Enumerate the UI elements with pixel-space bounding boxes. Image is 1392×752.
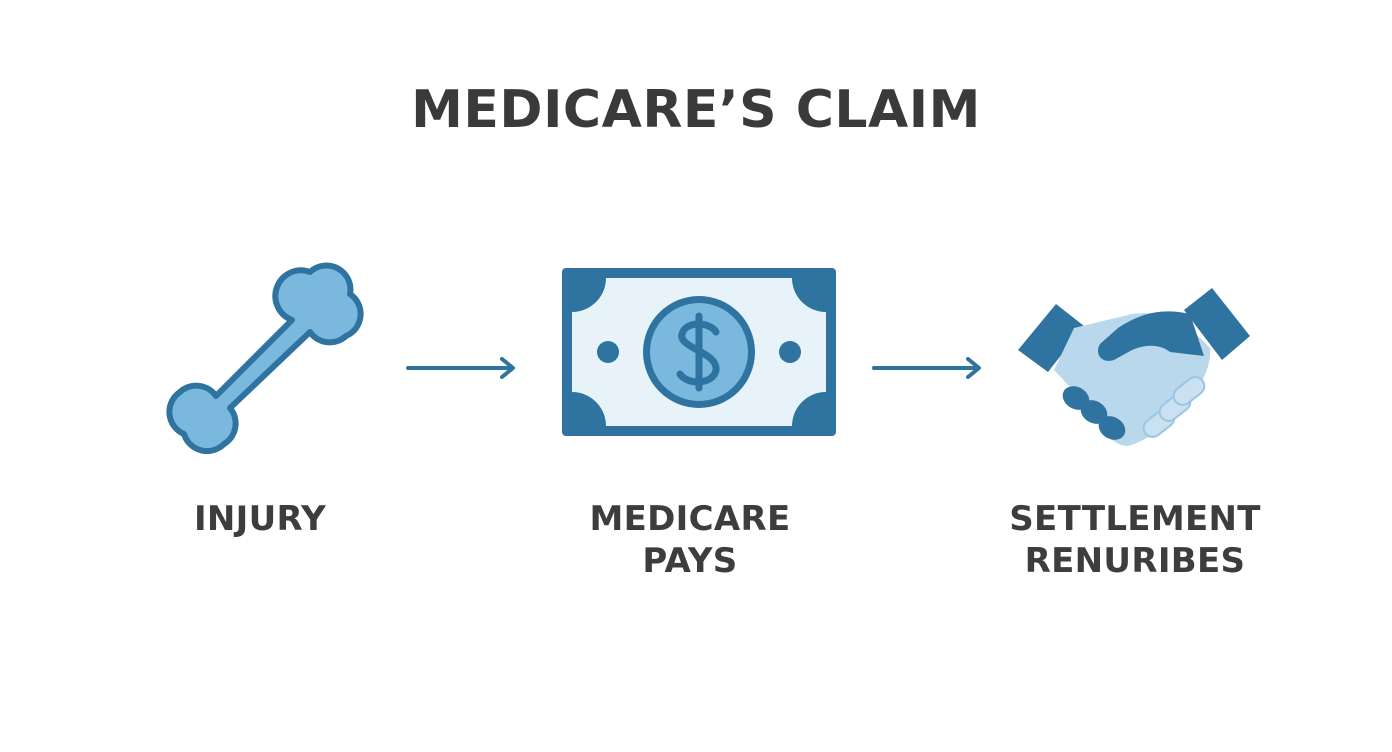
handshake-icon [1014, 286, 1254, 452]
arrow-right-icon [872, 356, 984, 380]
dollar-bill-icon [560, 266, 838, 438]
step-label-medicare-pays: MEDICARE PAYS [589, 499, 791, 581]
diagram-title: MEDICARE’S CLAIM [411, 80, 981, 140]
bone-icon [160, 258, 366, 455]
step-label-settlement: SETTLEMENT RENURIBES [1009, 499, 1261, 581]
arrow-right-icon [406, 356, 518, 380]
step-label-injury: INJURY [193, 499, 327, 539]
dollar-sign-icon [676, 312, 720, 392]
